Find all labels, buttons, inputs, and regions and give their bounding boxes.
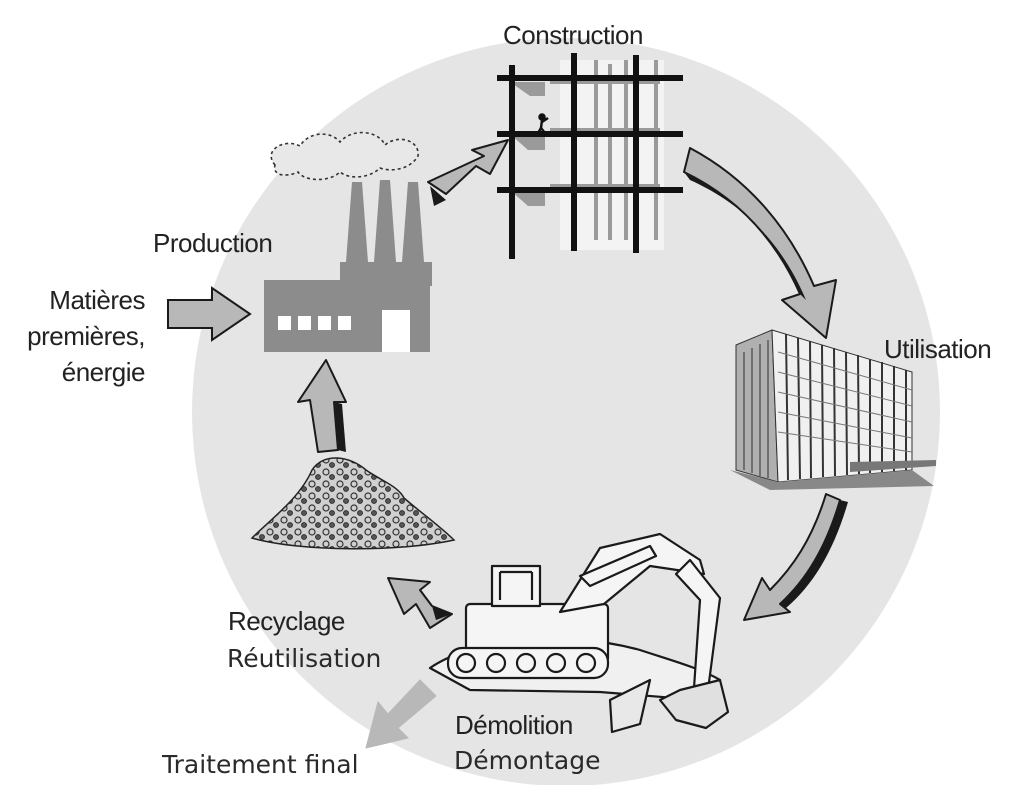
label-reuse: Réutilisation (227, 644, 382, 673)
arrow-production-to-construction (427, 139, 509, 206)
label-raw-materials-line-2: premières, (27, 321, 145, 351)
excavator-icon (428, 532, 730, 734)
arrow-to-final-treatment (365, 679, 437, 749)
arrow-input-to-production (167, 286, 252, 342)
label-dismantling: Démontage (454, 746, 601, 775)
label-recycling: Recyclage (228, 606, 345, 636)
label-final-treatment: Traitement final (162, 750, 359, 779)
arrow-recycling-to-production (297, 359, 347, 453)
label-raw-materials: Matières premières, énergie (27, 282, 145, 390)
factory-icon (264, 131, 432, 352)
label-construction: Construction (503, 20, 643, 50)
office-building-icon (730, 329, 936, 490)
arrow-utilisation-to-demolition (743, 493, 848, 621)
arrow-demolition-to-recycling (387, 577, 453, 629)
building-frame-icon (497, 53, 683, 259)
arrow-construction-to-utilisation (683, 147, 837, 339)
rubble-heap-icon (250, 457, 456, 550)
label-utilisation: Utilisation (884, 334, 992, 364)
label-raw-materials-line-1: Matières (49, 285, 145, 315)
label-raw-materials-line-3: énergie (61, 357, 146, 387)
label-production: Production (153, 228, 273, 258)
label-demolition: Démolition (455, 710, 573, 740)
